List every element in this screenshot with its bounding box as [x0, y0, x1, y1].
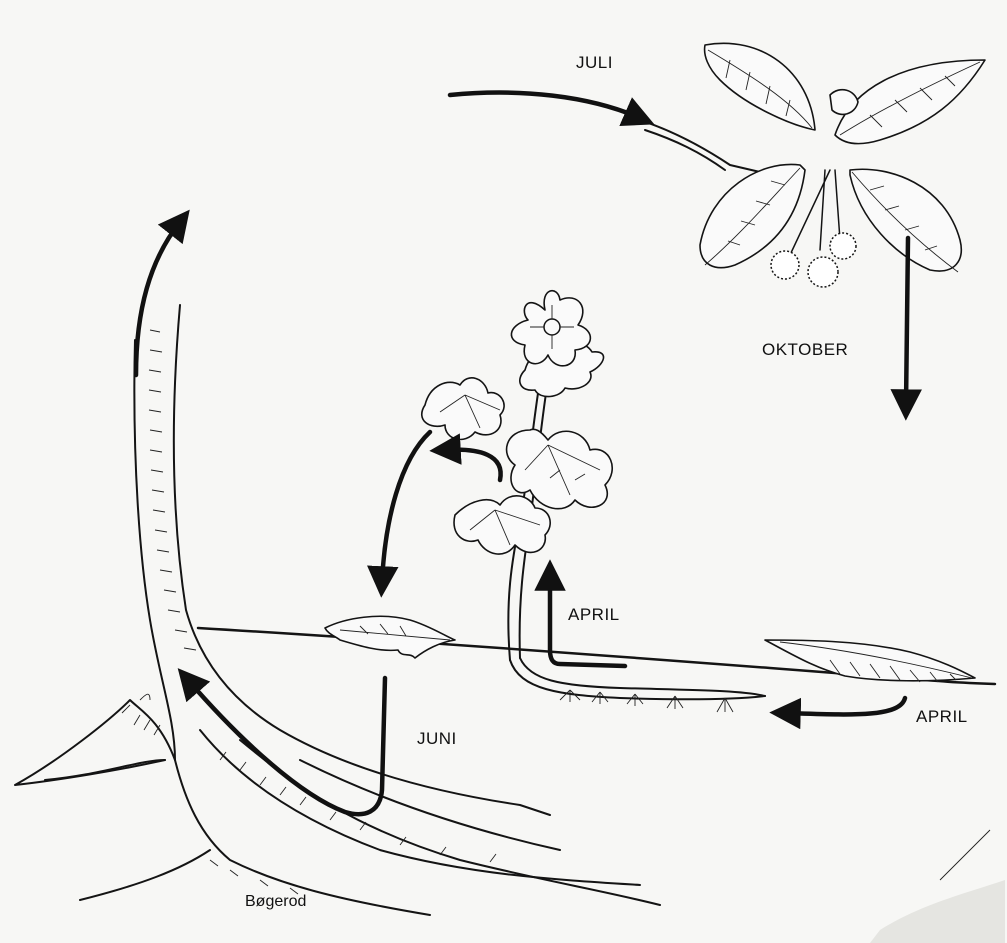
arrow-april-stem — [534, 559, 628, 669]
label-oktober: OKTOBER — [762, 340, 848, 359]
rhizome — [509, 659, 766, 701]
pencil-smudge — [870, 880, 1005, 943]
beech-trunk — [133, 304, 551, 816]
arrow-juli — [447, 90, 655, 127]
label-april-ground: APRIL — [916, 707, 968, 726]
label-juni: JUNI — [417, 729, 457, 748]
beech-roots — [14, 693, 661, 916]
fallen-leaf-juni — [324, 615, 456, 659]
beech-sprig — [639, 42, 986, 288]
label-april-stem: APRIL — [568, 605, 620, 624]
beech-nut — [829, 232, 857, 260]
arrow-up-tree — [133, 209, 190, 378]
arrow-down-to-ground — [367, 429, 433, 598]
fallen-leaf-april — [764, 639, 976, 683]
rootlets — [559, 689, 734, 713]
arrow-leaf-to-ground — [429, 433, 503, 483]
beech-nut — [770, 250, 800, 280]
arrow-april-ground — [769, 695, 908, 730]
arrow-oktober — [890, 235, 922, 421]
beech-nut — [807, 256, 839, 288]
arrow-juni — [177, 668, 388, 817]
label-beech-root: Bøgerod — [245, 893, 306, 910]
label-juli: JULI — [576, 53, 613, 72]
herb-plant — [421, 289, 614, 661]
